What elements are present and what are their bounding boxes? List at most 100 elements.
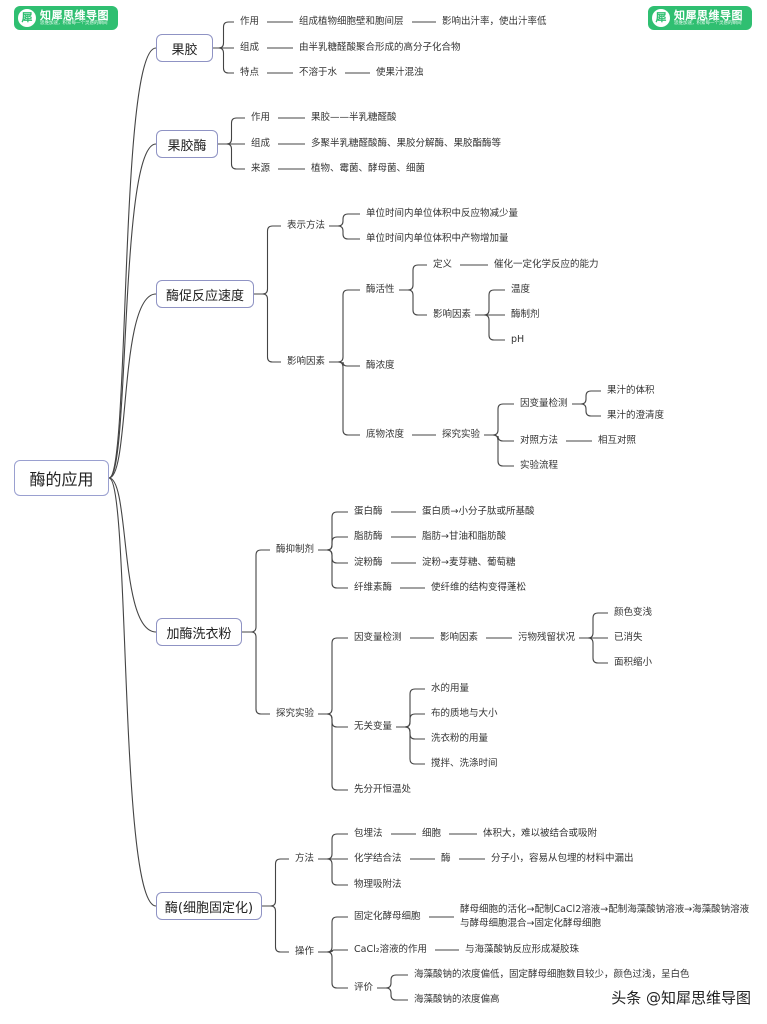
pectinase-function-text[interactable]: 果胶——半乳糖醛酸 (311, 112, 397, 123)
protease-description[interactable]: 蛋白质→小分子肽或所基酸 (422, 506, 535, 517)
topic-label: 果胶 (171, 42, 198, 58)
pectin-feature-text[interactable]: 不溶于水 (299, 67, 338, 78)
connector-line (318, 916, 348, 953)
experiment-procedure[interactable]: 实验流程 (520, 460, 559, 471)
pectin-composition-text[interactable]: 由半乳糖醛酸聚合形成的高分子化合物 (299, 42, 461, 53)
rate-experiment[interactable]: 探究实验 (442, 429, 481, 440)
connector-line (484, 434, 514, 467)
root-node[interactable]: 酶的应用 (14, 460, 109, 496)
connector-line (318, 833, 348, 860)
pectin-function-effect[interactable]: 影响出汁率，使出汁率低 (442, 16, 547, 27)
chemical-binding-method[interactable]: 化学结合法 (354, 853, 402, 864)
protease[interactable]: 蛋白酶 (354, 506, 383, 517)
brand-logo-left: 犀 知犀思维导图 思维加速，积累每一个灵感的瞬间 (14, 6, 118, 30)
physical-adsorption-method[interactable]: 物理吸附法 (354, 879, 402, 890)
yeast-steps-line-2: 与酵母细胞混合→固定化酵母细胞 (460, 918, 601, 929)
yeast-steps[interactable]: 酵母细胞的活化→配制CaCl2溶液→配制海藻酸钠溶液→海藻酸钠溶液 与酵母细胞混… (460, 904, 749, 930)
juice-volume[interactable]: 果汁的体积 (607, 385, 655, 396)
rate-expression-1[interactable]: 单位时间内单位体积中反应物减少量 (366, 208, 519, 219)
logo-name: 知犀思维导图 (40, 9, 109, 22)
factor-ph[interactable]: pH (511, 334, 525, 345)
lipase-description[interactable]: 脂肪→甘油和脂肪酸 (422, 531, 506, 542)
connector-line (108, 47, 157, 479)
fabric-size[interactable]: 布的质地与大小 (431, 708, 498, 719)
chemical-binding-reason[interactable]: 分子小，容易从包埋的材料中漏出 (491, 853, 634, 864)
activity-definition-label[interactable]: 定义 (433, 259, 453, 270)
enzyme-activity[interactable]: 酶活性 (366, 284, 395, 295)
pectin-feature-effect[interactable]: 使果汁混浊 (376, 67, 424, 78)
juice-clarity[interactable]: 果汁的澄清度 (607, 410, 665, 421)
amylase[interactable]: 淀粉酶 (354, 557, 383, 568)
connector-line (318, 549, 348, 589)
connector-line (329, 213, 360, 227)
pectinase-composition-text[interactable]: 多聚半乳糖醛酸酶、果胶分解酶、果胶酯酶等 (311, 138, 502, 149)
rate-expression-2[interactable]: 单位时间内单位体积中产物增加量 (366, 233, 509, 244)
disappeared[interactable]: 已消失 (614, 632, 643, 643)
evaluation-low-concentration[interactable]: 海藻酸钠的浓度偏低，固定酵母细胞数目较少，颜色过浅，呈白色 (414, 969, 690, 980)
rate-expression-label[interactable]: 表示方法 (287, 220, 326, 231)
stain-residue[interactable]: 污物残留状况 (518, 632, 576, 643)
connector-line (329, 225, 360, 240)
pectinase-composition-label[interactable]: 组成 (251, 138, 271, 149)
irrelevant-variables[interactable]: 无关变量 (354, 721, 393, 732)
chemical-binding-target[interactable]: 酶 (441, 853, 451, 864)
dependent-variable-detection[interactable]: 因变量检测 (520, 398, 568, 409)
connector-line (318, 549, 348, 564)
connector-line (318, 713, 348, 728)
amylase-description[interactable]: 淀粉→麦芽糖、葡萄糖 (422, 557, 516, 568)
topic-immobilization[interactable]: 酶(细胞固定化) (156, 892, 262, 920)
detergent-factors[interactable]: 影响因素 (440, 632, 479, 643)
cellulase-description[interactable]: 使纤维的结构变得蓬松 (431, 582, 527, 593)
connector-line (572, 403, 601, 417)
detergent-dependent-variable[interactable]: 因变量检测 (354, 632, 402, 643)
immobilized-yeast[interactable]: 固定化酵母细胞 (354, 911, 421, 922)
detergent-enzymes-label[interactable]: 酶抑制剂 (276, 544, 315, 555)
powder-amount[interactable]: 洗衣粉的用量 (431, 733, 489, 744)
connector-line (475, 289, 505, 316)
cellulase[interactable]: 纤维素酶 (354, 582, 393, 593)
embedding-target[interactable]: 细胞 (422, 828, 442, 839)
area-shrinking[interactable]: 面积缩小 (614, 657, 653, 668)
factor-temperature[interactable]: 温度 (511, 284, 531, 295)
pectin-feature-label[interactable]: 特点 (240, 67, 260, 78)
color-fading[interactable]: 颜色变浅 (614, 607, 653, 618)
control-method[interactable]: 对照方法 (520, 435, 559, 446)
activity-definition-text[interactable]: 催化一定化学反应的能力 (494, 259, 599, 270)
immobilization-methods-label[interactable]: 方法 (295, 853, 315, 864)
connector-line (377, 987, 408, 1001)
topic-label: 加酶洗衣粉 (166, 626, 232, 642)
pectin-function-text[interactable]: 组成植物细胞壁和胞间层 (299, 16, 404, 27)
substrate-concentration[interactable]: 底物浓度 (366, 429, 405, 440)
pectinase-source-label[interactable]: 来源 (251, 163, 271, 174)
evaluation-high-concentration[interactable]: 海藻酸钠的浓度偏高 (414, 994, 500, 1005)
pectin-composition-label[interactable]: 组成 (240, 42, 260, 53)
rhino-logo-icon: 犀 (652, 9, 670, 27)
embedding-method[interactable]: 包埋法 (354, 828, 383, 839)
pectin-function-label[interactable]: 作用 (240, 16, 260, 27)
detergent-experiment[interactable]: 探究实验 (276, 708, 315, 719)
connector-line (396, 713, 425, 728)
enzyme-concentration[interactable]: 酶浓度 (366, 360, 395, 371)
logo-tagline: 思维加速，积累每一个灵感的瞬间 (674, 21, 742, 26)
separate-constant-temperature[interactable]: 先分开恒温处 (354, 784, 412, 795)
cacl2-role[interactable]: CaCl₂溶液的作用 (354, 944, 428, 955)
immobilization-operations-label[interactable]: 操作 (295, 946, 315, 957)
connector-line (108, 477, 157, 633)
pectinase-source-text[interactable]: 植物、霉菌、酵母菌、细菌 (311, 163, 426, 174)
topic-pectin[interactable]: 果胶 (156, 34, 213, 62)
mutual-control[interactable]: 相互对照 (598, 435, 637, 446)
pectinase-function-label[interactable]: 作用 (251, 112, 271, 123)
topic-reaction-rate[interactable]: 酶促反应速度 (156, 280, 254, 308)
stir-wash-time[interactable]: 搅拌、洗涤时间 (431, 758, 498, 769)
lipase[interactable]: 脂肪酶 (354, 531, 383, 542)
activity-factors-label[interactable]: 影响因素 (433, 309, 472, 320)
factor-enzyme-preparation[interactable]: 酶制剂 (511, 309, 540, 320)
topic-pectinase[interactable]: 果胶酶 (156, 130, 218, 158)
water-amount[interactable]: 水的用量 (431, 683, 470, 694)
cacl2-role-description[interactable]: 与海藻酸钠反应形成凝胶珠 (465, 944, 580, 955)
topic-enzyme-detergent[interactable]: 加酶洗衣粉 (156, 618, 242, 646)
watermark: 头条 @知犀思维导图 (611, 989, 751, 1007)
rate-factors-label[interactable]: 影响因素 (287, 356, 326, 367)
embedding-reason[interactable]: 体积大，难以被结合或吸附 (483, 828, 598, 839)
evaluation[interactable]: 评价 (354, 982, 374, 993)
